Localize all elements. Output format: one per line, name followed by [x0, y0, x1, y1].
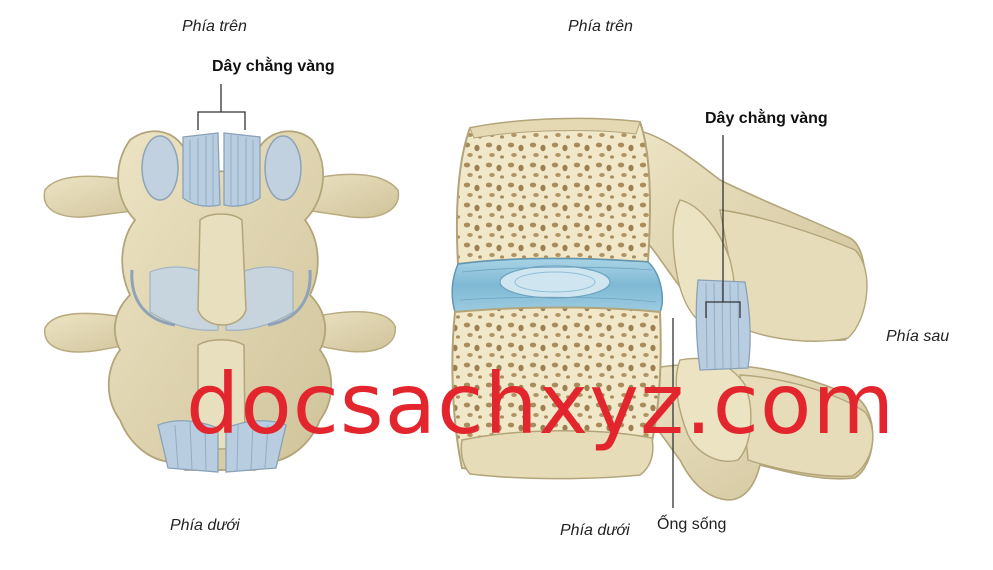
posterior-label: Phía sau — [886, 328, 950, 345]
middle-ligamentum-flavum — [149, 266, 294, 331]
left-ligament-bracket — [197, 84, 246, 130]
lower-spinous-process-lateral — [739, 374, 874, 477]
left-superior-articular-facet — [141, 135, 179, 201]
right-superior-articular-facet — [264, 135, 302, 201]
upper-spinous-process-lateral — [719, 209, 868, 342]
right-ligament-bracket — [705, 135, 741, 318]
upper-ligamentum-flavum-left — [182, 132, 221, 207]
nucleus-pulposus — [499, 265, 611, 299]
left-top-label: Phía trên — [182, 18, 247, 35]
watermark: docsachxyz.com — [186, 355, 896, 453]
upper-vertebral-body — [455, 117, 651, 266]
left-bottom-label: Phía dưới — [170, 517, 240, 534]
inferior-articular-process-lateral — [675, 357, 752, 462]
upper-ligamentum-flavum-right — [223, 132, 261, 207]
posterior-view-vertebrae — [43, 84, 400, 473]
spinal-canal-label: Ống sống — [657, 516, 727, 533]
lateral-view-vertebrae — [451, 117, 874, 508]
left-ligament-label: Dây chằng vàng — [212, 58, 335, 75]
lower-body-endplate — [460, 430, 654, 480]
spinous-process — [197, 213, 247, 326]
right-ligament-label: Dây chằng vàng — [705, 110, 828, 127]
right-bottom-label: Phía dưới — [560, 522, 630, 539]
right-top-label: Phía trên — [568, 18, 633, 35]
